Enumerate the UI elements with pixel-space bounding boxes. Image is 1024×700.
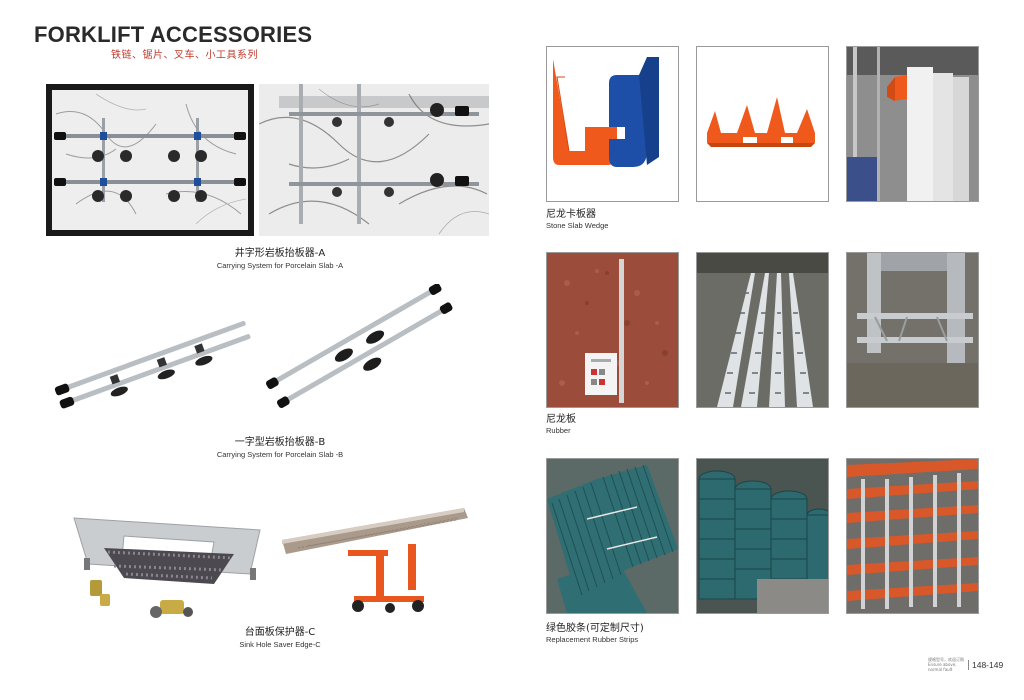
- caption-en: Carrying System for Porcelain Slab -A: [216, 260, 344, 270]
- page-footer: 规格型号，欢迎订购 Ensure above, normal fault 148…: [928, 657, 1003, 672]
- rubber-strips-photo-1: [546, 458, 679, 614]
- caption-cn: 尼龙板: [546, 414, 576, 425]
- caption-en: Rubber: [546, 426, 571, 435]
- page-number: 148-149: [968, 660, 1003, 671]
- caption-carrying-system-a: 井字形岩板抬板器-A Carrying System for Porcelain…: [150, 248, 410, 270]
- sink-saver-photo-2: [278, 504, 470, 616]
- carrying-system-a-photo-2: [259, 84, 489, 236]
- caption-cn: 台面板保护器-C: [244, 627, 316, 638]
- caption-en: Stone Slab Wedge: [546, 221, 609, 230]
- sink-saver-photo-1: [64, 508, 272, 626]
- caption-stone-slab-wedge: 尼龙卡板器 Stone Slab Wedge: [546, 208, 706, 231]
- rubber-photo-2: [696, 252, 829, 408]
- caption-en: Sink Hole Saver Edge-C: [239, 639, 321, 649]
- page-title: FORKLIFT ACCESSORIES: [34, 22, 313, 47]
- stone-slab-wedge-photo-2: [696, 46, 829, 202]
- carrying-system-b-photo-2: [262, 284, 458, 410]
- caption-carrying-system-b: 一字型岩板抬板器-B Carrying System for Porcelain…: [150, 437, 410, 459]
- rubber-strips-photo-3: [846, 458, 979, 614]
- caption-cn: 井字形岩板抬板器-A: [234, 248, 326, 259]
- caption-cn: 绿色胶条(可定制尺寸): [546, 623, 644, 634]
- stone-slab-wedge-photo-3: [846, 46, 979, 202]
- rubber-photo-1: [546, 252, 679, 408]
- caption-cn: 一字型岩板抬板器-B: [234, 437, 326, 448]
- caption-rubber-strips: 绿色胶条(可定制尺寸) Replacement Rubber Strips: [546, 622, 746, 645]
- carrying-system-b-photo-1: [52, 318, 256, 410]
- caption-en: Carrying System for Porcelain Slab -B: [216, 449, 344, 459]
- page-subtitle: 铁链、锯片、叉车、小工具系列: [111, 50, 258, 61]
- rubber-strips-photo-2: [696, 458, 829, 614]
- rubber-photo-3: [846, 252, 979, 408]
- caption-cn: 尼龙卡板器: [546, 209, 596, 220]
- caption-en: Replacement Rubber Strips: [546, 635, 639, 644]
- stone-slab-wedge-photo-1: [546, 46, 679, 202]
- caption-rubber: 尼龙板 Rubber: [546, 413, 706, 436]
- carrying-system-a-photo-1: [46, 84, 254, 236]
- caption-sink-saver-c: 台面板保护器-C Sink Hole Saver Edge-C: [150, 627, 410, 649]
- footer-note: 规格型号，欢迎订购 Ensure above, normal fault: [928, 657, 964, 672]
